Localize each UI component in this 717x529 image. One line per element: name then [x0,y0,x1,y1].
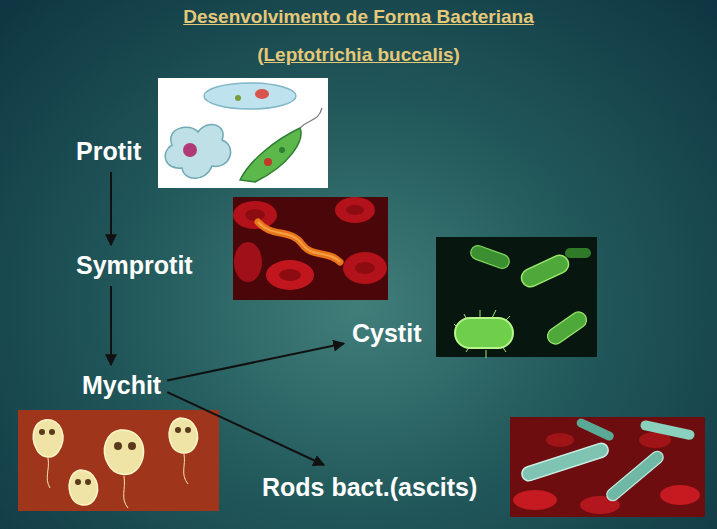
bacteria-picture [436,237,597,358]
giardia-picture [18,410,219,511]
subtitle: (Leptotrichia buccalis) [0,44,717,66]
trypanosome-picture [233,197,388,300]
stage-name: Symprotit [74,249,195,282]
arrow-connector [110,286,112,365]
stage-node: Cystit [350,317,423,350]
stage-node: Rods bact.(ascits) [260,471,479,504]
title: Desenvolvimento de Forma Bacteriana [0,6,717,28]
rods-picture [510,417,705,517]
arrow-connector [167,392,324,465]
stage-name: Mychit [80,369,163,402]
arrow-connector [110,172,112,245]
protist-picture [158,78,328,188]
stage-name: Protit [74,135,143,168]
stage-node: Symprotit [74,249,195,282]
stage-name: Cystit [350,317,423,350]
arrow-connector [167,343,344,380]
stage-node: Protit [74,135,143,168]
stage-node: Mychit [80,369,163,402]
stage-name: Rods bact.(ascits) [260,471,479,504]
